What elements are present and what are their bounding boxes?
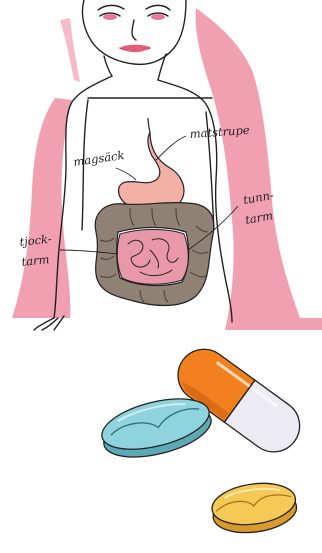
label-tjocktarm-line2: tarm bbox=[21, 252, 50, 269]
label-magsack: magsäck bbox=[72, 148, 125, 169]
lips bbox=[121, 45, 150, 53]
pills-illustration bbox=[97, 339, 310, 538]
head bbox=[82, 0, 186, 80]
pink-wash-top bbox=[60, 18, 80, 82]
eye-right bbox=[151, 14, 165, 20]
blue-tablet bbox=[97, 389, 216, 466]
stomach bbox=[119, 132, 184, 213]
esophagus bbox=[148, 118, 150, 132]
eye-left bbox=[103, 14, 117, 20]
anatomy-illustration: magsäck matstrupe tunn- tarm tjock- tarm bbox=[12, 0, 322, 330]
yellow-tablet bbox=[209, 478, 299, 537]
pink-wash-right bbox=[196, 8, 322, 330]
